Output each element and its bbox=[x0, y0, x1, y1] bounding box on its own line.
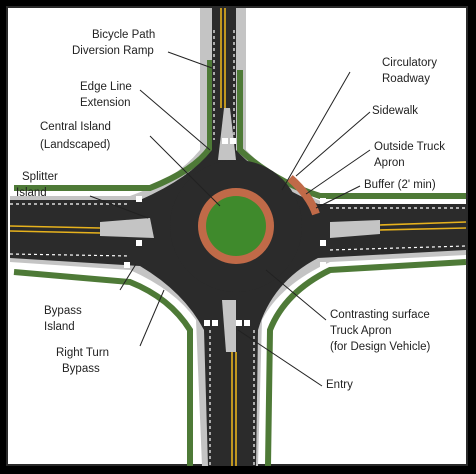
splitter-islands bbox=[100, 108, 380, 352]
yellow-lines bbox=[9, 8, 467, 466]
label-outside-truck-1: Outside Truck bbox=[374, 141, 445, 153]
callout-labels: Bicycle Path Diversion Ramp Circulatory … bbox=[16, 29, 445, 391]
label-edge-line-2: Extension bbox=[80, 97, 131, 109]
central-island bbox=[206, 196, 266, 256]
label-bypass-2: Island bbox=[44, 321, 75, 333]
label-circulatory-1: Circulatory bbox=[382, 57, 437, 69]
edge-lines bbox=[9, 30, 467, 466]
label-splitter-2: Island bbox=[16, 187, 47, 199]
label-contrasting-2: Truck Apron bbox=[330, 325, 392, 337]
label-bicycle-path-1: Bicycle Path bbox=[92, 29, 155, 41]
leader-lines bbox=[89, 51, 371, 387]
label-bicycle-path-2: Diversion Ramp bbox=[72, 45, 154, 57]
label-outside-truck-2: Apron bbox=[374, 157, 405, 169]
label-right-turn-2: Bypass bbox=[62, 363, 100, 375]
label-contrasting-3: (for Design Vehicle) bbox=[330, 341, 431, 353]
label-splitter-1: Splitter bbox=[22, 171, 58, 183]
label-central-island-1: Central Island bbox=[40, 121, 111, 133]
label-central-island-2: (Landscaped) bbox=[40, 139, 110, 151]
label-circulatory-2: Roadway bbox=[382, 73, 430, 85]
crosswalks bbox=[124, 138, 326, 326]
label-edge-line-1: Edge Line bbox=[80, 81, 132, 93]
label-buffer: Buffer (2' min) bbox=[364, 179, 436, 191]
label-contrasting-1: Contrasting surface bbox=[330, 309, 430, 321]
outside-truck-apron bbox=[287, 175, 320, 216]
label-entry: Entry bbox=[326, 379, 353, 391]
label-bypass-1: Bypass bbox=[44, 305, 82, 317]
label-sidewalk: Sidewalk bbox=[372, 105, 418, 117]
label-right-turn-1: Right Turn bbox=[56, 347, 109, 359]
